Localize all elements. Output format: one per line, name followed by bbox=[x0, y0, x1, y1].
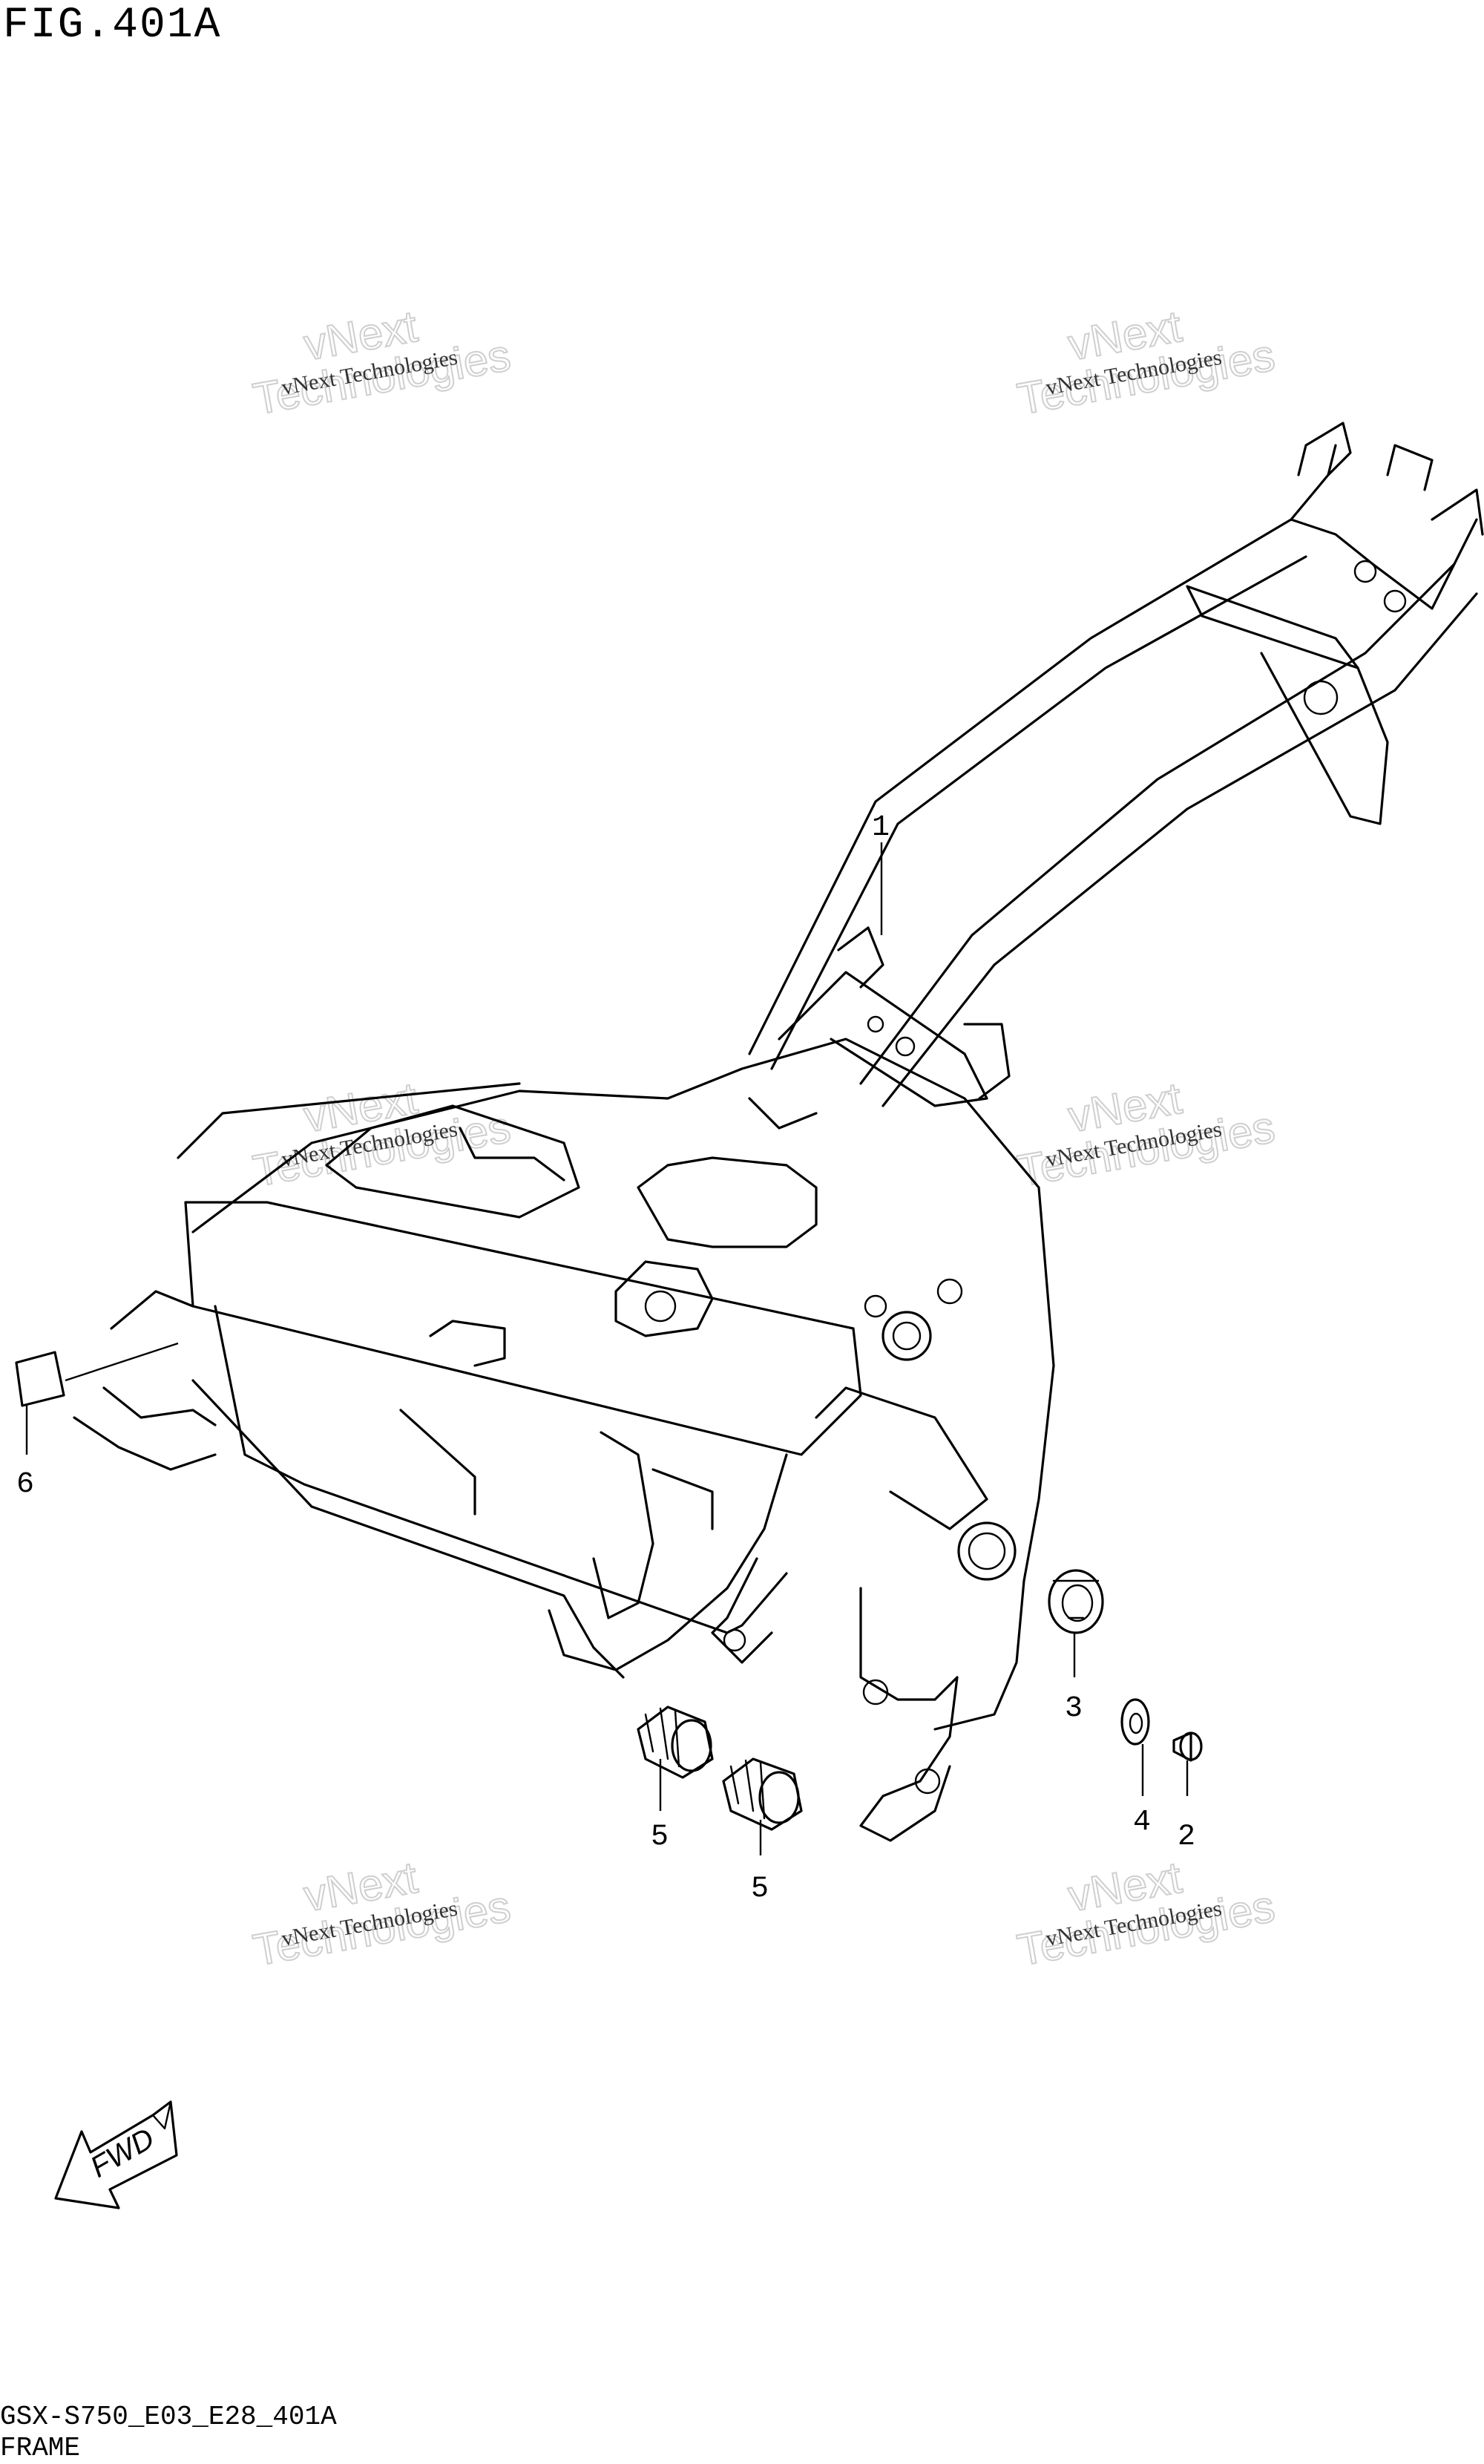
watermark-mid-right: Technologies vNext vNext Technologies bbox=[1013, 1072, 1279, 1197]
callout-5a: 5 bbox=[651, 1821, 669, 1854]
watermark-top-right: Technologies vNext vNext Technologies bbox=[1013, 301, 1279, 425]
callout-4: 4 bbox=[1133, 1806, 1151, 1839]
callout-1: 1 bbox=[872, 811, 890, 845]
part-4-washer bbox=[1120, 1698, 1150, 1746]
part-5a-damper bbox=[637, 1706, 714, 1779]
callout-2: 2 bbox=[1178, 1821, 1195, 1854]
callout-6: 6 bbox=[16, 1468, 34, 1501]
part-2-bolt bbox=[1172, 1731, 1203, 1762]
callout-3: 3 bbox=[1065, 1692, 1083, 1726]
watermark-top-left: Technologies vNext vNext Technologies bbox=[249, 301, 515, 425]
watermark-bottom-right: Technologies vNext vNext Technologies bbox=[1013, 1852, 1279, 1976]
figure-title: FIG.401A bbox=[3, 1, 222, 50]
frame-main bbox=[73, 422, 1484, 1842]
section-name: FRAME bbox=[0, 2433, 81, 2463]
fwd-label: FWD bbox=[85, 2122, 160, 2184]
part-6-cap bbox=[15, 1351, 65, 1407]
part-5b-damper bbox=[722, 1757, 803, 1831]
watermark-bottom-left: Technologies vNext vNext Technologies bbox=[249, 1852, 515, 1976]
part-3-grommet bbox=[1048, 1569, 1104, 1634]
figure-code: GSX-S750_E03_E28_401A bbox=[0, 2402, 337, 2432]
callout-5b: 5 bbox=[751, 1872, 769, 1906]
callout-leaders bbox=[25, 842, 1189, 1855]
fwd-arrow-icon: FWD bbox=[54, 2100, 178, 2209]
